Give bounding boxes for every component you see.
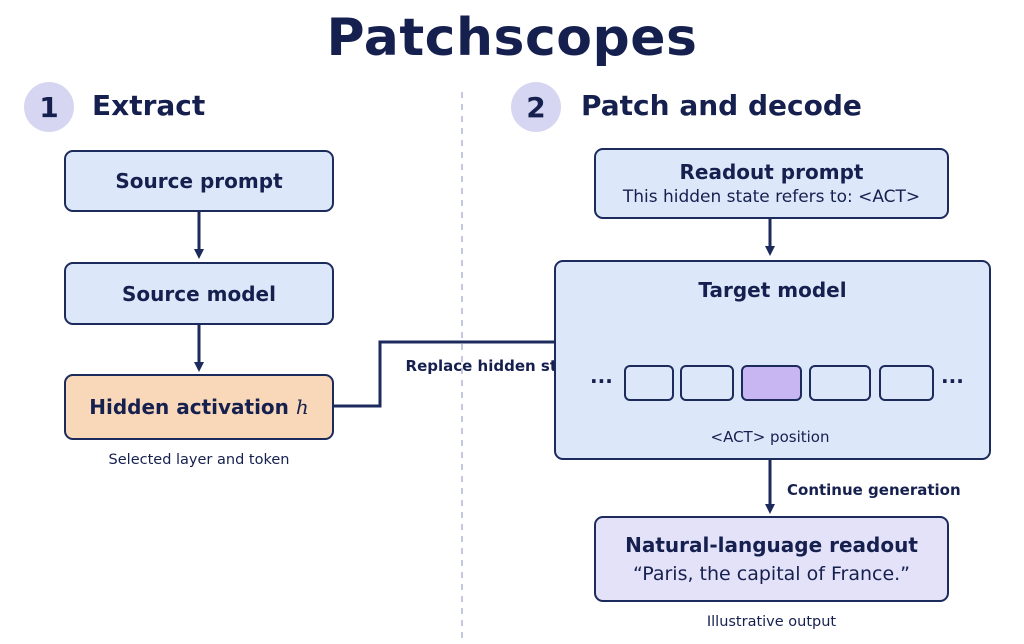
target-model-box: Target model: [554, 260, 991, 460]
readout-caption: Illustrative output: [706, 614, 837, 630]
step-2-label: Patch and decode: [581, 89, 862, 122]
act-token-box: [741, 365, 802, 401]
source-prompt-label: Source prompt: [115, 169, 283, 193]
readout-text: “Paris, the capital of France.”: [632, 563, 911, 585]
token-box: [809, 365, 871, 401]
readout-prompt-text: This hidden state refers to: <ACT>: [622, 187, 921, 207]
step-1-number: 1: [39, 90, 59, 124]
step-2-badge: 2: [511, 82, 561, 132]
hidden-activation-caption: Selected layer and token: [108, 452, 290, 468]
ellipsis-left: ···: [590, 369, 613, 393]
step-1-label: Extract: [92, 89, 206, 122]
natural-language-readout-box: Natural-language readout “Paris, the cap…: [594, 516, 949, 602]
hidden-symbol: h: [295, 395, 309, 419]
continue-generation-label: Continue generation: [787, 481, 961, 499]
source-prompt-box: Source prompt: [64, 150, 334, 212]
token-box: [680, 365, 734, 401]
target-model-label: Target model: [698, 278, 847, 302]
ellipsis-right: ···: [941, 369, 964, 393]
replace-hidden-state-label: Replace hidden state: [405, 357, 585, 375]
token-box: [624, 365, 674, 401]
step-1-badge: 1: [24, 82, 74, 132]
act-position-label: <ACT> position: [710, 428, 830, 446]
source-model-label: Source model: [122, 281, 276, 306]
readout-title: Natural-language readout: [625, 533, 918, 557]
readout-prompt-title: Readout prompt: [679, 160, 864, 184]
source-model-box: Source model: [64, 262, 334, 325]
readout-prompt-box: Readout prompt This hidden state refers …: [594, 148, 949, 219]
step-2-number: 2: [526, 90, 546, 124]
hidden-activation-box: Hidden activation h: [64, 374, 334, 440]
page-title: Patchscopes: [326, 8, 698, 68]
token-box: [879, 365, 934, 401]
hidden-activation-label: Hidden activation h: [89, 395, 309, 419]
